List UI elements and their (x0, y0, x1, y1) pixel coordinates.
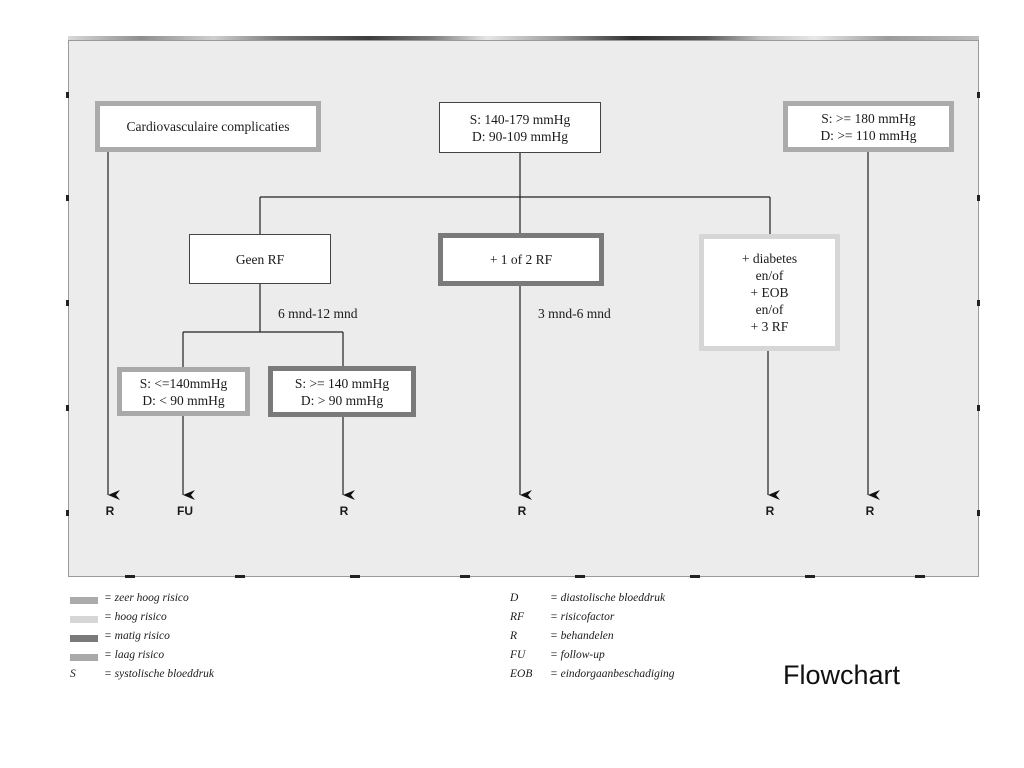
tick-mark (977, 195, 980, 201)
legend-d: = diastolische bloeddruk (550, 592, 666, 604)
interval-label-6-12: 6 mnd-12 mnd (278, 306, 358, 321)
outcome-r: R (517, 504, 527, 518)
tick-mark (977, 405, 980, 411)
legend-rf: = risicofactor (550, 611, 615, 623)
box-bp-180-plus: S: >= 180 mmHg D: >= 110 mmHg (783, 101, 954, 152)
legend-key-s: S (70, 668, 76, 680)
legend-zeer-hoog: = zeer hoog risico (104, 592, 189, 604)
box-geen-rf: Geen RF (189, 234, 331, 284)
legend-eob: = eindorgaanbeschadiging (550, 668, 675, 680)
tick-mark (235, 575, 245, 578)
outcome-r: R (339, 504, 349, 518)
legend-hoog: = hoog risico (104, 611, 167, 623)
tick-mark (66, 195, 69, 201)
outcome-fu: FU (177, 504, 193, 518)
outcome-r: R (865, 504, 875, 518)
tick-mark (575, 575, 585, 578)
tick-mark (915, 575, 925, 578)
outcome-r: R (765, 504, 775, 518)
legend-key-fu: FU (510, 649, 526, 661)
legend-matig: = matig risico (104, 630, 170, 642)
tick-mark (350, 575, 360, 578)
legend-r: = behandelen (550, 630, 614, 642)
legend-s: = systolische bloeddruk (104, 668, 214, 680)
box-low-bp: S: <=140mmHg D: < 90 mmHg (117, 367, 250, 416)
legend-fu: = follow-up (550, 649, 605, 661)
tick-mark (977, 300, 980, 306)
tick-mark (66, 300, 69, 306)
box-high-bp: S: >= 140 mmHg D: > 90 mmHg (268, 366, 416, 417)
swatch-matig (70, 635, 98, 642)
tick-mark (66, 510, 69, 516)
legend-key-d: D (510, 592, 519, 604)
box-diabetes-eob-3rf: + diabetes en/of + EOB en/of + 3 RF (699, 234, 840, 351)
tick-mark (125, 575, 135, 578)
swatch-zeer-hoog (70, 597, 98, 604)
box-1-of-2-rf: + 1 of 2 RF (438, 233, 604, 286)
tick-mark (66, 405, 69, 411)
interval-label-3-6: 3 mnd-6 mnd (538, 306, 611, 321)
box-bp-140-179: S: 140-179 mmHg D: 90-109 mmHg (439, 102, 601, 153)
swatch-laag (70, 654, 98, 661)
legend-key-eob: EOB (510, 668, 533, 680)
tick-mark (66, 92, 69, 98)
box-cardiovasculaire-complicaties: Cardiovasculaire complicaties (95, 101, 321, 152)
swatch-hoog (70, 616, 98, 623)
legend-key-rf: RF (510, 611, 525, 623)
caption-title: Flowchart (783, 660, 901, 690)
tick-mark (977, 510, 980, 516)
outcome-r: R (105, 504, 115, 518)
legend-laag: = laag risico (104, 649, 165, 661)
legend-key-r: R (510, 630, 518, 642)
tick-mark (805, 575, 815, 578)
tick-mark (690, 575, 700, 578)
tick-mark (977, 92, 980, 98)
tick-mark (460, 575, 470, 578)
